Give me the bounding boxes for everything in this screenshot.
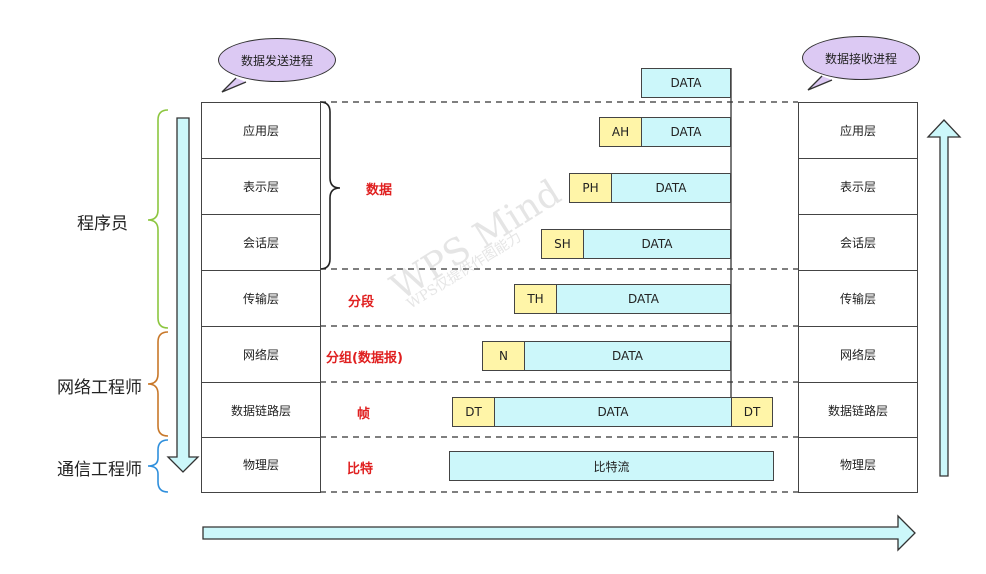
header-ah: AH — [599, 117, 642, 147]
unit-packet: 分组(数据报) — [326, 350, 403, 366]
header-n: N — [482, 341, 525, 371]
arrow-up-right — [926, 119, 962, 477]
layer-presentation: 表示层 — [799, 159, 917, 215]
packet-data-pres: DATA — [611, 173, 731, 203]
brace-data — [319, 101, 341, 270]
packet-bitstream: 比特流 — [449, 451, 774, 481]
trailer-dt: DT — [731, 397, 773, 427]
layer-application: 应用层 — [799, 103, 917, 159]
layer-datalink: 数据链路层 — [202, 383, 320, 438]
packet-data-link: DATA — [494, 397, 732, 427]
layer-network: 网络层 — [799, 327, 917, 383]
layer-stack-send: 应用层 表示层 会话层 传输层 网络层 数据链路层 物理层 — [201, 102, 321, 493]
layer-application: 应用层 — [202, 103, 320, 159]
packet-data-trans: DATA — [556, 284, 731, 314]
layer-network: 网络层 — [202, 327, 320, 383]
bubble-send: 数据发送进程 — [218, 38, 336, 82]
layer-physical: 物理层 — [242, 458, 279, 472]
bubble-recv: 数据接收进程 — [802, 36, 920, 80]
layer-session: 会话层 — [202, 215, 320, 271]
brace-network — [147, 331, 169, 437]
packet-data-top: DATA — [641, 68, 731, 98]
packet-data-app: DATA — [641, 117, 731, 147]
layer-transport: 传输层 — [799, 271, 917, 327]
brace-comm — [147, 439, 169, 493]
layer-transport: 传输层 — [202, 271, 320, 327]
header-dt: DT — [452, 397, 495, 427]
header-th: TH — [514, 284, 557, 314]
unit-bit: 比特 — [347, 461, 374, 477]
bubble-tail-send — [221, 77, 247, 93]
role-network-engineer: 网络工程师 — [57, 377, 142, 398]
layer-presentation: 表示层 — [202, 159, 320, 215]
packet-data-net: DATA — [524, 341, 731, 371]
role-programmer: 程序员 — [77, 213, 128, 234]
packet-data-sess: DATA — [583, 229, 731, 259]
header-sh: SH — [541, 229, 584, 259]
layer-physical: 物理层 — [839, 458, 876, 472]
unit-segment: 分段 — [348, 294, 375, 310]
role-comm-engineer: 通信工程师 — [57, 459, 142, 480]
unit-data: 数据 — [366, 182, 393, 198]
brace-programmer — [147, 109, 169, 329]
layer-session: 会话层 — [799, 215, 917, 271]
layer-stack-recv: 应用层 表示层 会话层 传输层 网络层 数据链路层 物理层 — [798, 102, 918, 493]
arrow-down-left — [166, 117, 200, 473]
header-ph: PH — [569, 173, 612, 203]
bubble-tail-recv — [807, 75, 833, 91]
arrow-right-bottom — [202, 514, 916, 552]
unit-frame: 帧 — [357, 406, 371, 422]
layer-datalink: 数据链路层 — [799, 383, 917, 438]
